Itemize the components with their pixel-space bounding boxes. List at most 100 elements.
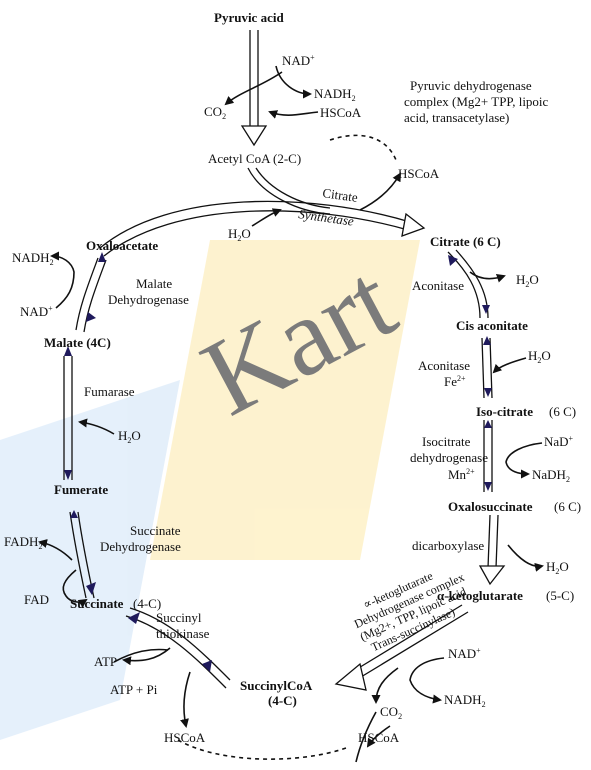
arrow-h2o-acon2 bbox=[492, 357, 527, 374]
marker-9 bbox=[64, 346, 72, 356]
marker-14 bbox=[202, 660, 212, 672]
marker-11 bbox=[70, 510, 78, 518]
enzyme-malate-dh-line2: Dehydrogenase bbox=[108, 292, 189, 307]
arrow-nadh2-mal bbox=[50, 251, 75, 309]
pathway-arrows bbox=[63, 30, 506, 691]
arrow-hscoa-top bbox=[268, 110, 319, 119]
marker-10 bbox=[64, 470, 72, 480]
cofactor-nadh2-icd: NaDH2 bbox=[532, 467, 570, 484]
cofactor-nad-mal: NAD+ bbox=[20, 304, 53, 319]
arrow-cis-iso-a bbox=[481, 337, 485, 399]
marker-6 bbox=[484, 482, 492, 491]
arrow-oaa-citrate-head bbox=[401, 212, 426, 237]
marker-2 bbox=[482, 305, 490, 314]
label-succinate: Succinate bbox=[70, 596, 124, 611]
enzyme-citrate-synthetase-line1: Citrate bbox=[322, 185, 359, 205]
arrow-h2o-cs bbox=[251, 208, 282, 227]
label-succinate-c: (4-C) bbox=[133, 596, 161, 611]
cofactor-nad-top: NAD+ bbox=[282, 53, 315, 68]
cofactor-nadh2-mal: NADH2 bbox=[12, 250, 54, 267]
arrow-succoa-succ-a bbox=[129, 607, 231, 681]
label-oxalosuccinate: Oxalosuccinate bbox=[448, 499, 533, 514]
enzyme-pdh-line1: Pyruvic dehydrogenase bbox=[410, 78, 532, 93]
arrow-co2-akg bbox=[371, 667, 399, 704]
label-pyruvic-acid: Pyruvic acid bbox=[214, 10, 284, 25]
enzyme-pdh: Pyruvic dehydrogenase complex (Mg2+ TPP,… bbox=[404, 78, 549, 125]
side-arrows bbox=[38, 65, 544, 763]
arrow-hscoa-br-stem bbox=[355, 711, 377, 763]
enzyme-pdh-line2: complex (Mg2+ TPP, lipoic bbox=[404, 94, 549, 109]
arrow-oxs-akg-a bbox=[487, 514, 491, 569]
enzyme-aconitase-1: Aconitase bbox=[412, 278, 464, 293]
arrow-akg-succ-b bbox=[355, 611, 469, 681]
label-cis-aconitate: Cis aconitate bbox=[456, 318, 528, 333]
marker-4 bbox=[484, 388, 492, 397]
arrow-succ-fum-a bbox=[69, 511, 87, 599]
label-iso-citrate: Iso-citrate bbox=[476, 404, 533, 419]
enzyme-succinate-dh-line1: Succinate bbox=[130, 523, 181, 538]
label-malate: Malate (4C) bbox=[44, 335, 111, 350]
label-citrate: Citrate (6 C) bbox=[430, 234, 501, 249]
marker-8 bbox=[86, 312, 96, 322]
enzyme-isocitrate-dh-line1: Isocitrate bbox=[422, 434, 471, 449]
dashed-bottom-link bbox=[177, 739, 347, 760]
arrow-oxs-akg-head bbox=[478, 565, 506, 586]
cofactor-hscoa-right: HSCoA bbox=[398, 166, 440, 181]
enzyme-malate-dh-line1: Malate bbox=[136, 276, 172, 291]
enzyme-succinyl-thiokinase-line2: thiokinase bbox=[156, 626, 210, 641]
enzyme-fe: Fe2+ bbox=[444, 374, 466, 389]
marker-7 bbox=[98, 252, 106, 262]
arrow-akg-succ-head bbox=[334, 662, 367, 691]
enzyme-citrate-synthetase-line2: Synthetase bbox=[298, 206, 355, 229]
marker-13 bbox=[128, 612, 140, 624]
dashed-hscoa-link bbox=[329, 134, 397, 161]
arrow-h2o-acon1 bbox=[469, 271, 506, 283]
marker-1 bbox=[448, 255, 458, 266]
arrow-nad-icd bbox=[505, 442, 543, 479]
label-succinylcoa-c: (4-C) bbox=[268, 693, 297, 708]
marker-12 bbox=[86, 582, 96, 595]
watermark-blue-shape bbox=[0, 380, 180, 740]
arrow-atp bbox=[122, 647, 171, 666]
arrow-succoa-succ-b bbox=[125, 615, 227, 689]
enzyme-succinyl-thiokinase: Succinyl thiokinase bbox=[156, 610, 210, 641]
cofactor-nadh2-akg: NADH2 bbox=[444, 692, 486, 709]
arrow-atp-pi-line bbox=[113, 648, 169, 663]
label-oxalosuccinate-c: (6 C) bbox=[554, 499, 581, 514]
label-oxaloacetate: Oxaloacetate bbox=[86, 238, 158, 253]
arrow-mal-oaa-b bbox=[83, 259, 107, 333]
arrow-oxs-akg-b bbox=[495, 514, 499, 569]
arrow-acetyl-curve-a bbox=[255, 167, 331, 209]
label-iso-citrate-c: (6 C) bbox=[549, 404, 576, 419]
arrow-fad bbox=[62, 569, 88, 608]
cofactor-h2o-acon2: H2O bbox=[528, 348, 551, 365]
enzyme-citrate-synthetase: Citrate Synthetase bbox=[298, 185, 359, 229]
cofactor-h2o-cs: H2O bbox=[228, 226, 251, 243]
marker-3 bbox=[483, 336, 491, 345]
enzyme-dicarboxylase: dicarboxylase bbox=[412, 538, 484, 553]
arrow-fadh2 bbox=[38, 539, 73, 561]
enzyme-pdh-line3: acid, transacetylase) bbox=[404, 110, 509, 125]
arrow-nad-akg bbox=[409, 657, 445, 704]
watermark: Kart bbox=[0, 239, 420, 740]
arrow-mal-oaa-a bbox=[75, 257, 99, 331]
cofactor-atp-pi: ATP + Pi bbox=[110, 682, 158, 697]
label-succinylcoa: SuccinylCoA bbox=[240, 678, 313, 693]
enzyme-isocitrate-dh-line2: dehydrogenase bbox=[410, 450, 488, 465]
label-acetyl-coa: Acetyl CoA (2-C) bbox=[208, 151, 301, 166]
watermark-yellow-shape bbox=[150, 240, 420, 560]
arrow-oaa-citrate-a bbox=[99, 200, 411, 249]
cofactor-h2o-dicarb: H2O bbox=[546, 559, 569, 576]
arrow-hscoa-bl bbox=[180, 671, 191, 728]
enzyme-mn: Mn2+ bbox=[448, 467, 475, 482]
enzyme-isocitrate-dh: Isocitrate dehydrogenase Mn2+ bbox=[410, 434, 488, 482]
arrow-hscoa-br bbox=[366, 725, 391, 748]
label-ketoglutarate: α-ketoglutarate bbox=[437, 588, 523, 603]
arrow-oaa-citrate-b bbox=[103, 210, 409, 257]
cofactor-h2o-acon1: H2O bbox=[516, 272, 539, 289]
cofactor-fadh2: FADH2 bbox=[4, 534, 42, 551]
cofactor-hscoa-bl: HSCoA bbox=[164, 730, 206, 745]
cofactor-nad-akg: NAD+ bbox=[448, 646, 481, 661]
cofactor-co2-top: CO2 bbox=[204, 104, 226, 121]
